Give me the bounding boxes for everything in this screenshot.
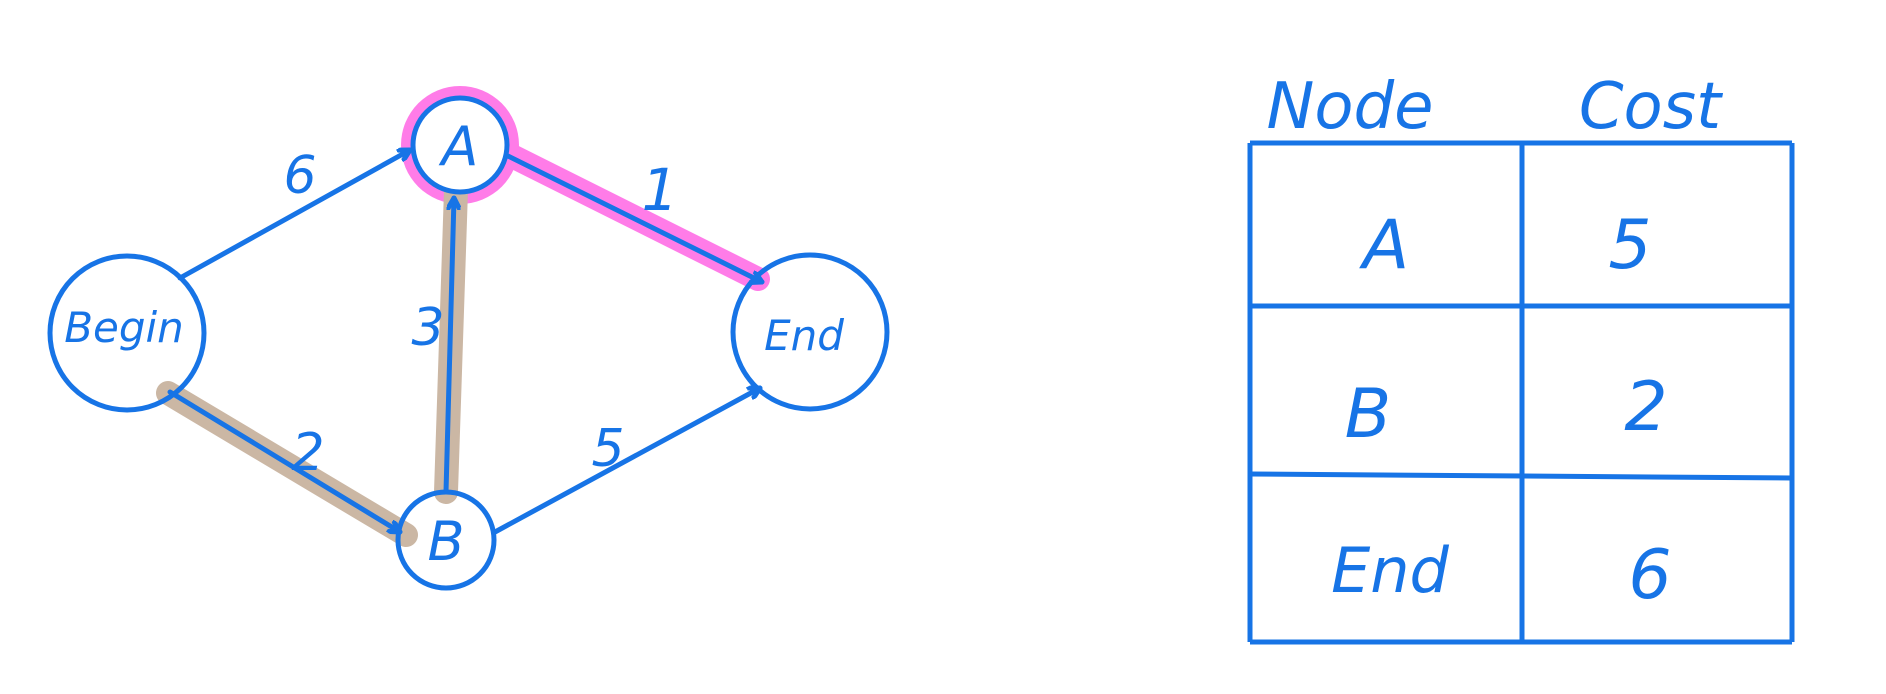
- node-begin: [47, 253, 207, 413]
- edge-a-end: [503, 152, 765, 282]
- edges-layer: [167, 147, 765, 535]
- node-b-label: B: [427, 510, 464, 573]
- table-header-node: Node: [1266, 70, 1433, 144]
- node-a: [410, 95, 510, 195]
- table-row-end-cost: 6: [1628, 536, 1671, 615]
- edge-b-end: [492, 388, 763, 535]
- table-row-divider-2: [1249, 471, 1793, 481]
- node-end: [730, 252, 890, 412]
- table-header-cost: Cost: [1579, 70, 1724, 144]
- edge-begin-b-weight: 2: [291, 423, 324, 483]
- edge-b-a: [443, 195, 454, 495]
- node-labels: Begin A B End: [64, 115, 844, 573]
- table-row-a-cost: 5: [1608, 206, 1651, 285]
- edge-begin-a: [177, 147, 413, 281]
- table-row-b-node: B: [1345, 375, 1392, 454]
- table-row-b-cost: 2: [1624, 368, 1667, 447]
- node-begin-label: Begin: [64, 303, 184, 352]
- edge-b-a-weight: 3: [411, 298, 444, 358]
- node-a-label: A: [439, 115, 479, 178]
- edge-b-end-weight: 5: [591, 419, 624, 479]
- edge-begin-a-weight: 6: [283, 146, 316, 206]
- table-row-end-node: End: [1331, 534, 1449, 607]
- edge-begin-b: [167, 389, 403, 535]
- table-row-a-node: A: [1359, 206, 1410, 285]
- edge-weights: 6 2 3 1 5: [283, 146, 678, 483]
- cost-table: Node Cost A 5 B 2 End 6: [1247, 70, 1795, 645]
- node-end-label: End: [764, 311, 844, 360]
- edge-a-end-weight: 1: [642, 156, 679, 224]
